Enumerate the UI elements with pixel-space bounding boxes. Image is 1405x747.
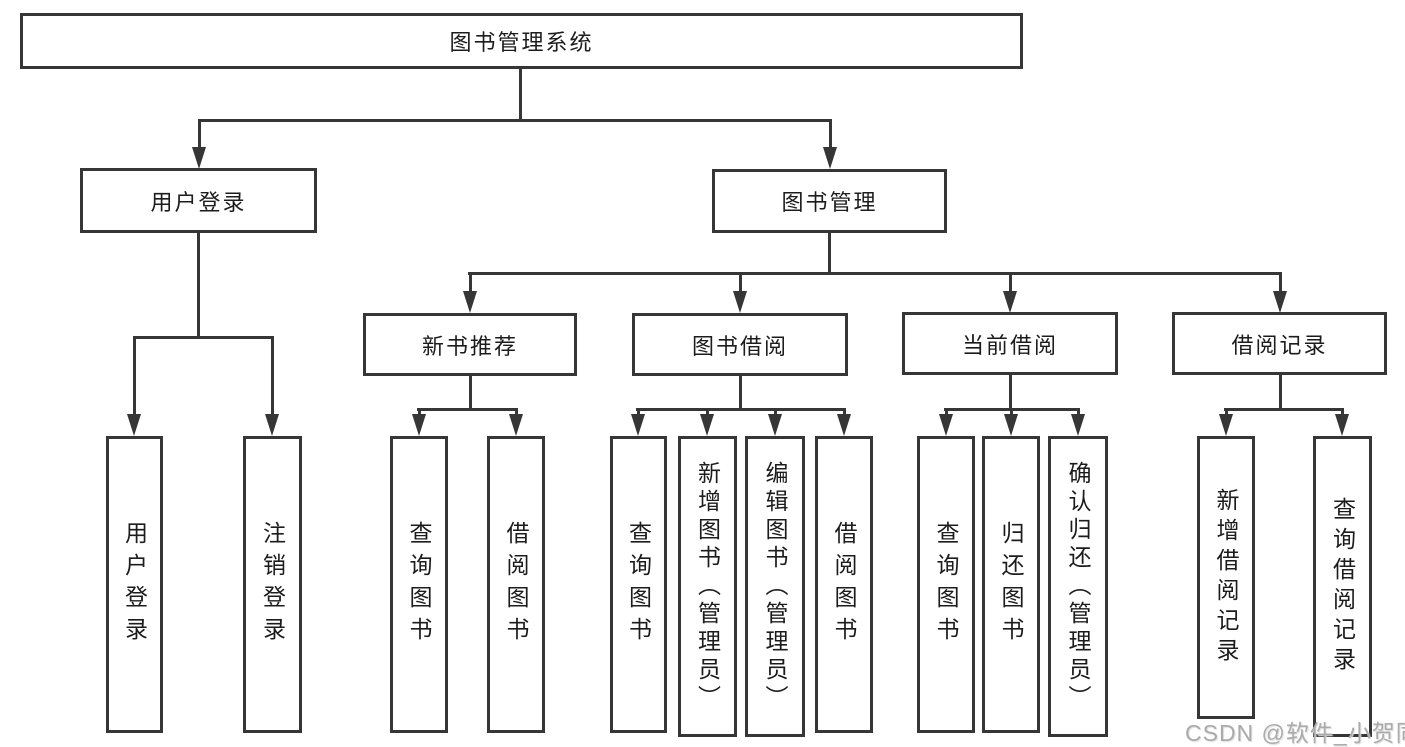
leaf-br-add-record: 新增借阅记录 — [1197, 436, 1255, 719]
leaf-cb-confirm-return-label: 确认归还（管理员） — [1065, 460, 1091, 713]
connector-shaft — [1279, 272, 1282, 292]
connector-shaft — [469, 272, 472, 292]
node-current-borrow: 当前借阅 — [902, 312, 1118, 375]
connector-shaft — [1341, 408, 1344, 416]
arrow-down-icon — [192, 147, 206, 169]
node-book-mgmt: 图书管理 — [712, 169, 947, 233]
arrow-down-icon — [463, 291, 477, 313]
leaf-cb-query-books-label: 查询图书 — [933, 520, 959, 649]
leaf-bb-borrow-books-label: 借阅图书 — [831, 520, 857, 649]
leaf-br-query-record-label: 查询借阅记录 — [1329, 496, 1356, 677]
arrow-down-icon — [412, 414, 426, 436]
arrow-down-icon — [265, 414, 279, 436]
node-borrow-records-label: 借阅记录 — [1231, 332, 1328, 358]
arrow-down-icon — [509, 414, 523, 436]
connector-l2-hline — [468, 272, 1282, 275]
connector-root-stem — [519, 69, 522, 121]
leaf-bb-edit-books-label: 编辑图书（管理员） — [762, 460, 788, 713]
node-user-login: 用户登录 — [80, 168, 317, 233]
leaf-logout: 注销登录 — [243, 436, 302, 733]
connector-shaft — [1009, 272, 1012, 292]
leaf-user-login: 用户登录 — [106, 436, 163, 733]
connector-l1-hline — [198, 119, 832, 122]
leaf-nbr-borrow-books-label: 借阅图书 — [503, 520, 529, 649]
arrow-down-icon — [1273, 291, 1287, 313]
arrow-down-icon — [733, 291, 747, 313]
connector-user-login-stem — [197, 233, 200, 338]
connector-shaft — [637, 408, 640, 416]
arrow-down-icon — [1071, 414, 1085, 436]
leaf-nbr-borrow-books: 借阅图书 — [487, 436, 545, 733]
node-root-label: 图书管理系统 — [449, 30, 594, 55]
node-book-borrow-label: 图书借阅 — [691, 333, 788, 359]
connector-br-stem — [1279, 375, 1282, 410]
arrow-down-icon — [700, 414, 714, 436]
node-new-book-rec: 新书推荐 — [363, 313, 577, 376]
node-root: 图书管理系统 — [20, 13, 1023, 69]
connector-shaft — [418, 408, 421, 416]
arrow-down-icon — [1004, 414, 1018, 436]
node-borrow-records: 借阅记录 — [1172, 312, 1387, 375]
arrow-down-icon — [939, 414, 953, 436]
arrow-down-icon — [837, 414, 851, 436]
leaf-bb-query-books-label: 查询图书 — [625, 520, 652, 649]
connector-book-mgmt-stem — [828, 233, 831, 274]
connector-shaft — [843, 408, 846, 416]
connector-br-hline — [1224, 408, 1344, 411]
connector-user-login-hline — [133, 336, 274, 339]
csdn-watermark: CSDN @软件_小贺同学 — [1185, 720, 1405, 746]
connector-shaft — [1010, 408, 1013, 416]
arrow-down-icon — [823, 147, 837, 169]
node-new-book-rec-label: 新书推荐 — [421, 333, 518, 359]
leaf-cb-return-books-label: 归还图书 — [998, 520, 1024, 649]
leaf-br-add-record-label: 新增借阅记录 — [1213, 487, 1239, 668]
connector-shaft — [945, 408, 948, 416]
connector-shaft — [198, 119, 201, 149]
leaf-user-login-label: 用户登录 — [121, 520, 148, 649]
connector-nbr-hline — [417, 408, 518, 411]
leaf-cb-return-books: 归还图书 — [982, 436, 1040, 733]
connector-shaft — [829, 119, 832, 149]
leaf-bb-edit-books: 编辑图书（管理员） — [745, 436, 805, 737]
leaf-logout-label: 注销登录 — [259, 520, 286, 649]
leaf-bb-borrow-books: 借阅图书 — [815, 436, 873, 733]
leaf-nbr-query-books: 查询图书 — [390, 436, 448, 733]
connector-bb-hline — [636, 408, 846, 411]
connector-cb-stem — [1009, 375, 1012, 410]
leaf-br-query-record: 查询借阅记录 — [1313, 436, 1372, 737]
node-book-mgmt-label: 图书管理 — [781, 190, 878, 215]
arrow-down-icon — [631, 414, 645, 436]
connector-nbr-stem — [469, 376, 472, 410]
leaf-bb-add-books-label: 新增图书（管理员） — [694, 460, 721, 713]
arrow-down-icon — [1335, 414, 1349, 436]
leaf-nbr-query-books-label: 查询图书 — [406, 520, 432, 649]
connector-shaft — [706, 408, 709, 416]
leaf-cb-confirm-return: 确认归还（管理员） — [1048, 436, 1108, 737]
arrow-down-icon — [127, 414, 141, 436]
arrow-down-icon — [768, 414, 782, 436]
arrow-down-icon — [1219, 414, 1233, 436]
leaf-bb-add-books: 新增图书（管理员） — [678, 436, 737, 737]
node-book-borrow: 图书借阅 — [632, 313, 848, 376]
connector-bb-stem — [739, 376, 742, 410]
connector-shaft — [133, 336, 136, 415]
connector-shaft — [739, 272, 742, 292]
node-current-borrow-label: 当前借阅 — [961, 332, 1058, 358]
connector-shaft — [271, 336, 274, 415]
connector-shaft — [774, 408, 777, 416]
arrow-down-icon — [1003, 291, 1017, 313]
connector-shaft — [515, 408, 518, 416]
connector-shaft — [1225, 408, 1228, 416]
connector-shaft — [1077, 408, 1080, 416]
leaf-cb-query-books: 查询图书 — [917, 436, 975, 733]
leaf-bb-query-books: 查询图书 — [610, 436, 667, 733]
node-user-login-label: 用户登录 — [150, 189, 247, 215]
